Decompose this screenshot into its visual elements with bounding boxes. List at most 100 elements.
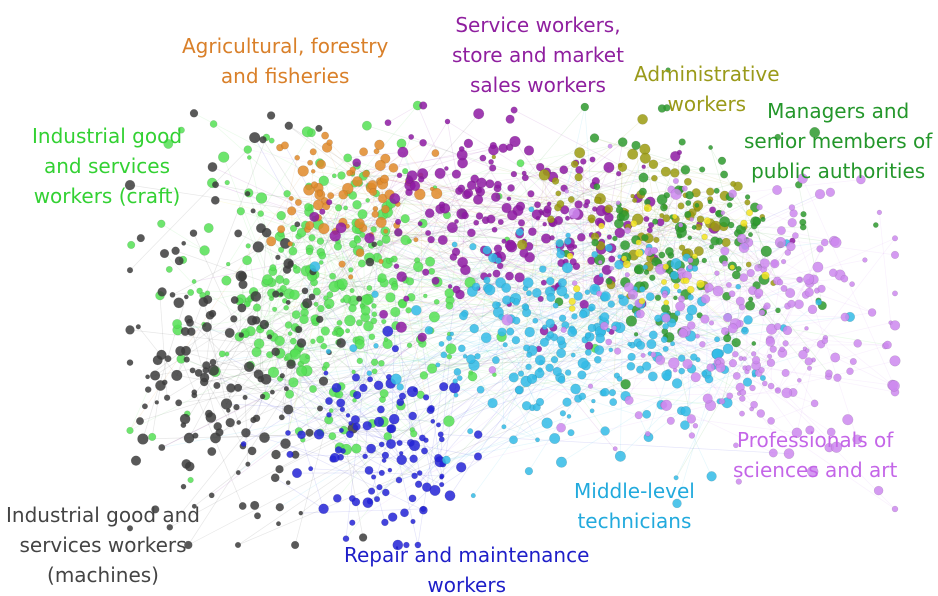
network-node-tech: [567, 429, 575, 437]
network-node-serv: [542, 221, 548, 227]
network-node-serv: [506, 196, 512, 201]
network-node-mach: [308, 293, 316, 301]
network-node-mach: [194, 368, 203, 377]
network-node-craft: [516, 159, 525, 168]
network-edge: [385, 230, 429, 234]
network-node-tech: [446, 335, 452, 341]
network-node-craft: [304, 203, 313, 212]
network-node-craft: [423, 293, 428, 299]
network-edge: [315, 261, 431, 320]
network-node-prof: [635, 309, 645, 319]
network-node-admin: [617, 162, 623, 168]
network-node-agri: [338, 189, 349, 200]
network-node-mgr: [685, 190, 694, 200]
network-node-tech: [642, 409, 652, 419]
network-node-craft: [370, 358, 379, 366]
network-node-tech: [589, 408, 595, 414]
network-node-agri: [310, 168, 316, 174]
network-node-highlight: [703, 217, 711, 225]
network-node-tech: [552, 366, 562, 377]
network-node-prof: [825, 187, 836, 197]
label-line: sales workers: [469, 73, 606, 97]
network-node-mgr: [708, 244, 715, 250]
network-node-craft: [225, 261, 231, 267]
network-node-mgr: [707, 199, 713, 205]
network-node-craft: [345, 328, 351, 334]
network-node-repair: [350, 415, 360, 425]
network-node-mach: [365, 257, 375, 267]
network-node-mach: [191, 503, 197, 509]
network-edge: [525, 306, 626, 397]
network-node-mach: [358, 533, 368, 542]
network-node-tech: [366, 370, 373, 377]
network-edge: [364, 425, 368, 457]
network-edge: [386, 206, 431, 262]
network-node-serv: [510, 170, 518, 178]
network-node-mach: [209, 358, 217, 366]
network-node-prof: [763, 302, 771, 310]
network-node-tech: [512, 316, 521, 325]
network-node-repair: [351, 497, 361, 507]
network-node-prof: [726, 392, 734, 400]
network-node-tech: [480, 332, 492, 344]
network-node-craft: [157, 219, 166, 228]
network-edge: [558, 217, 610, 286]
network-node-mach: [130, 455, 142, 466]
network-node-prof: [812, 261, 824, 273]
network-edge: [641, 216, 676, 290]
network-node-repair: [352, 422, 361, 431]
network-node-tech: [373, 343, 379, 349]
network-node-mach: [283, 404, 294, 415]
network-node-repair: [473, 452, 483, 461]
network-node-mach: [272, 290, 280, 298]
network-node-admin: [651, 174, 658, 182]
network-node-mgr: [643, 269, 650, 275]
network-edge: [809, 345, 886, 369]
network-node-mach: [315, 124, 323, 132]
network-node-craft: [352, 199, 362, 210]
network-node-craft: [165, 265, 173, 273]
network-node-prof: [704, 282, 714, 293]
network-edge: [176, 375, 273, 393]
network-node-craft: [343, 205, 348, 211]
network-node-serv: [535, 215, 541, 221]
network-node-serv: [473, 194, 484, 205]
network-node-prof: [766, 358, 776, 367]
network-node-mgr: [760, 245, 772, 257]
network-node-prof: [892, 235, 899, 242]
network-node-prof: [718, 398, 726, 405]
network-node-craft: [316, 237, 325, 245]
network-node-mach: [156, 349, 167, 360]
network-node-mgr: [752, 216, 762, 226]
network-edge: [526, 288, 578, 406]
network-node-tech: [501, 282, 512, 293]
network-node-tech: [561, 262, 573, 274]
network-node-tech: [743, 315, 753, 325]
network-node-agri: [375, 216, 387, 228]
network-node-craft: [445, 343, 457, 355]
network-node-admin: [653, 236, 660, 244]
network-node-mach: [126, 525, 134, 532]
network-node-mgr: [727, 221, 735, 229]
network-edge: [249, 240, 720, 368]
network-node-craft: [279, 284, 287, 292]
network-node-tech: [517, 370, 525, 377]
network-node-mgr: [720, 170, 729, 179]
network-node-repair: [410, 518, 416, 525]
network-node-tech: [614, 450, 626, 462]
network-node-mach: [204, 409, 213, 418]
network-edge: [716, 330, 746, 340]
network-node-repair: [326, 411, 332, 418]
network-node-mgr: [591, 238, 599, 247]
network-node-mach: [285, 480, 291, 486]
network-edge: [719, 371, 748, 402]
network-node-highlight: [621, 255, 628, 262]
network-node-mach: [259, 319, 270, 330]
network-edge: [262, 139, 427, 398]
network-node-prof: [754, 288, 764, 298]
network-node-mach: [159, 248, 170, 259]
network-node-repair: [427, 404, 435, 413]
network-node-serv: [492, 269, 501, 278]
network-node-prof: [840, 312, 850, 322]
network-node-admin: [696, 215, 705, 224]
